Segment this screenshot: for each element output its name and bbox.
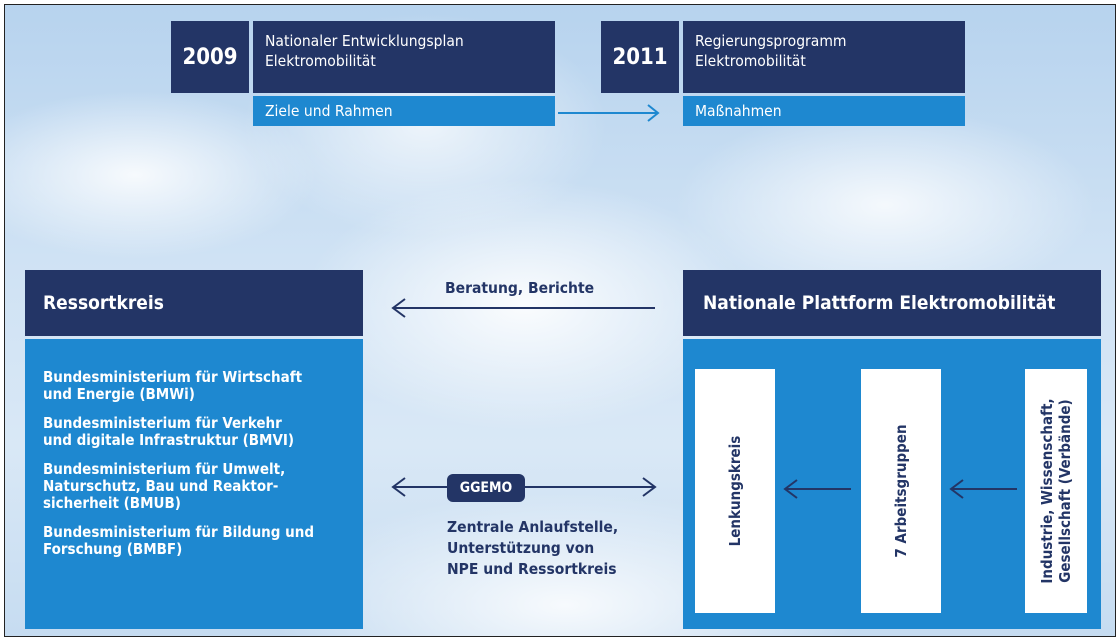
ministry-bmwi: Bundesministerium für Wirtschaft und Ene…: [43, 369, 345, 403]
government-program-title: Regierungsprogramm Elektromobilität: [683, 21, 965, 93]
ministry-line: und digitale Infrastruktur: [43, 431, 243, 449]
npe-title: Nationale Plattform Elektromobilität: [683, 270, 1101, 336]
ministry-line: Forschung: [43, 540, 127, 558]
ministry-abbr: (BMUB): [123, 494, 181, 512]
arbeitsgruppen-box: 7 Arbeitsgruppen: [861, 369, 941, 613]
government-program-title-line1: Regierungsprogramm: [695, 32, 847, 50]
stakeholders-line: Gesellschaft (Verbände): [1056, 399, 1074, 583]
stakeholders-box: Industrie, Wissenschaft, Gesellschaft (V…: [1025, 369, 1087, 613]
ministry-line: und Energie: [43, 385, 140, 403]
ressortkreis-title: Ressortkreis: [25, 270, 363, 336]
arbeitsgruppen-label: 7 Arbeitsgruppen: [892, 424, 910, 558]
ministry-line: Bundesministerium für Bildung und: [43, 523, 315, 541]
year-2009: 2009: [171, 21, 249, 93]
measures-label: Maßnahmen: [683, 96, 965, 126]
ggemo-description-line: Unterstützung von: [447, 539, 595, 557]
ggemo-description-line: Zentrale Anlaufstelle,: [447, 518, 619, 536]
ressortkreis-body: Bundesministerium für Wirtschaft und Ene…: [25, 339, 363, 629]
lenkungskreis-box: Lenkungskreis: [695, 369, 775, 613]
diagram-frame: 2009 Nationaler Entwicklungsplan Elektro…: [4, 4, 1116, 637]
ggemo-description-line: NPE und Ressortkreis: [447, 560, 617, 578]
ministry-bmbf: Bundesministerium für Bildung und Forsch…: [43, 524, 345, 558]
ministry-line: Naturschutz, Bau und Reaktor-: [43, 477, 279, 495]
ggemo-description: Zentrale Anlaufstelle, Unterstützung von…: [447, 517, 667, 580]
advice-arrow: [391, 298, 655, 318]
top-arrow: [558, 104, 660, 122]
ministry-abbr: (BMBF): [126, 540, 183, 558]
goals-frame-label: Ziele und Rahmen: [253, 96, 555, 126]
advice-reports-label: Beratung, Berichte: [445, 279, 595, 297]
government-program-title-line2: Elektromobilität: [695, 52, 806, 70]
ministry-abbr: (BMVI): [242, 431, 295, 449]
arrow-stakeholders-to-groups: [949, 479, 1017, 499]
ministry-line: Bundesministerium für Wirtschaft: [43, 368, 303, 386]
ggemo-double-arrow: [391, 477, 657, 497]
ministry-bmvi: Bundesministerium für Verkehr und digita…: [43, 415, 345, 449]
ggemo-badge: GGEMO: [447, 474, 525, 502]
lenkungskreis-label: Lenkungskreis: [726, 435, 744, 547]
ministry-line: sicherheit: [43, 494, 124, 512]
stakeholders-line: Industrie, Wissenschaft,: [1038, 398, 1056, 584]
stakeholders-label: Industrie, Wissenschaft, Gesellschaft (V…: [1038, 398, 1074, 583]
ministry-line: Bundesministerium für Umwelt,: [43, 460, 286, 478]
ministry-line: Bundesministerium für Verkehr: [43, 414, 282, 432]
npe-plan-title-line1: Nationaler Entwicklungsplan: [265, 32, 464, 50]
ministry-bmub: Bundesministerium für Umwelt, Naturschut…: [43, 461, 345, 512]
npe-plan-title-line2: Elektromobilität: [265, 52, 376, 70]
ministry-abbr: (BMWi): [139, 385, 195, 403]
arrow-groups-to-steering: [783, 479, 851, 499]
year-2011: 2011: [601, 21, 679, 93]
npe-plan-title: Nationaler Entwicklungsplan Elektromobil…: [253, 21, 555, 93]
